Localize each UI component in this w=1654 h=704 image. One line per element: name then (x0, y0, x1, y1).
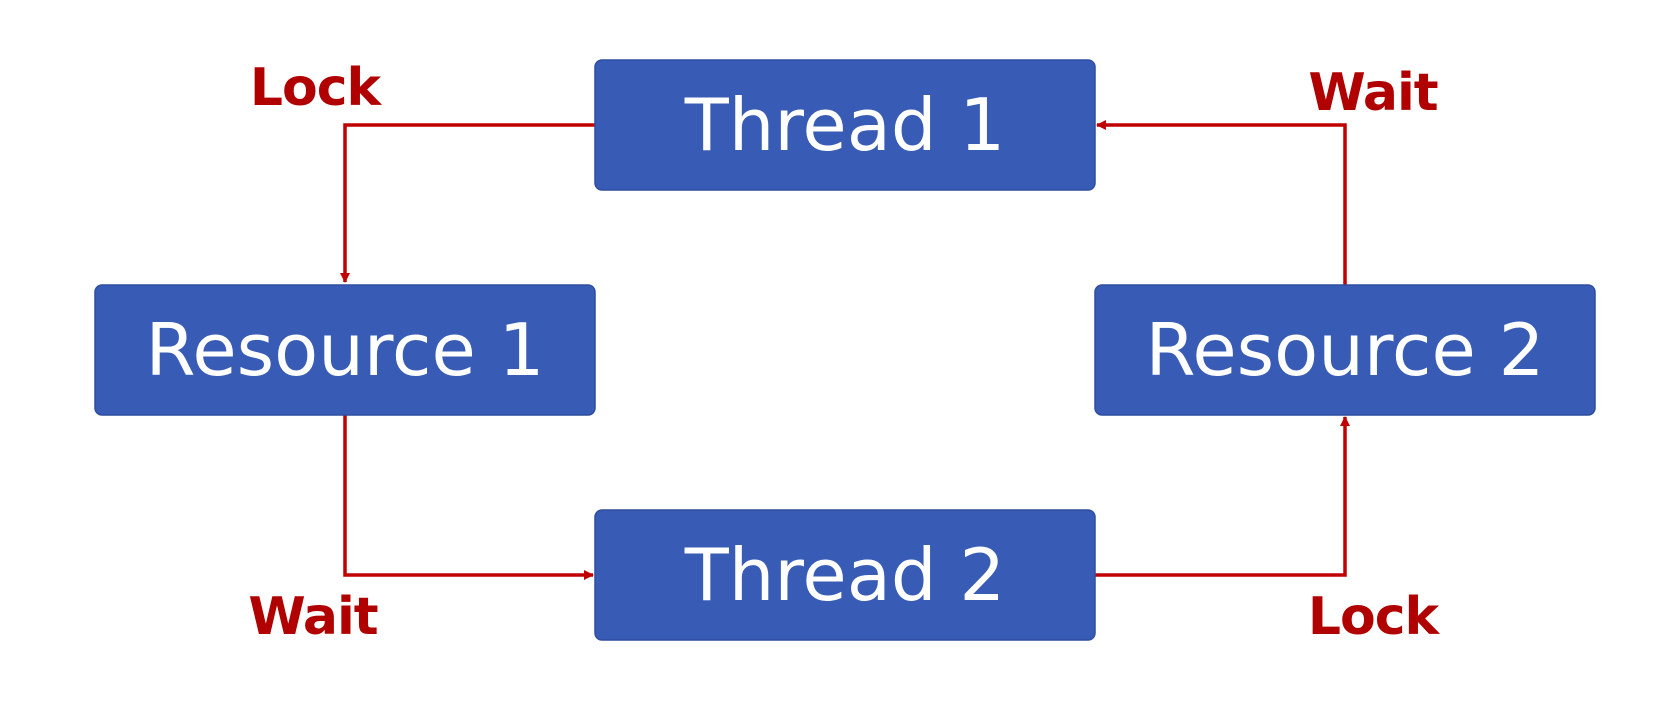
node-label: Thread 1 (684, 83, 1005, 167)
node-label: Resource 2 (1146, 308, 1545, 392)
node-resource-2: Resource 2 (1094, 284, 1596, 416)
edge-resource1-to-thread2 (343, 415, 594, 580)
edge-resource2-to-thread1 (1096, 120, 1347, 285)
node-thread-1: Thread 1 (594, 59, 1096, 191)
edge-thread2-to-resource2 (1095, 416, 1350, 577)
edge-label-lock-top-left: Lock (250, 58, 383, 118)
edge-label-wait-bottom-left: Wait (248, 587, 377, 647)
edge-label-wait-top-right: Wait (1308, 63, 1437, 123)
node-label: Thread 2 (684, 533, 1005, 617)
edge-label-lock-bottom-right: Lock (1308, 587, 1441, 647)
node-resource-1: Resource 1 (94, 284, 596, 416)
edge-thread1-to-resource1 (340, 123, 595, 283)
node-label: Resource 1 (146, 308, 545, 392)
node-thread-2: Thread 2 (594, 509, 1096, 641)
